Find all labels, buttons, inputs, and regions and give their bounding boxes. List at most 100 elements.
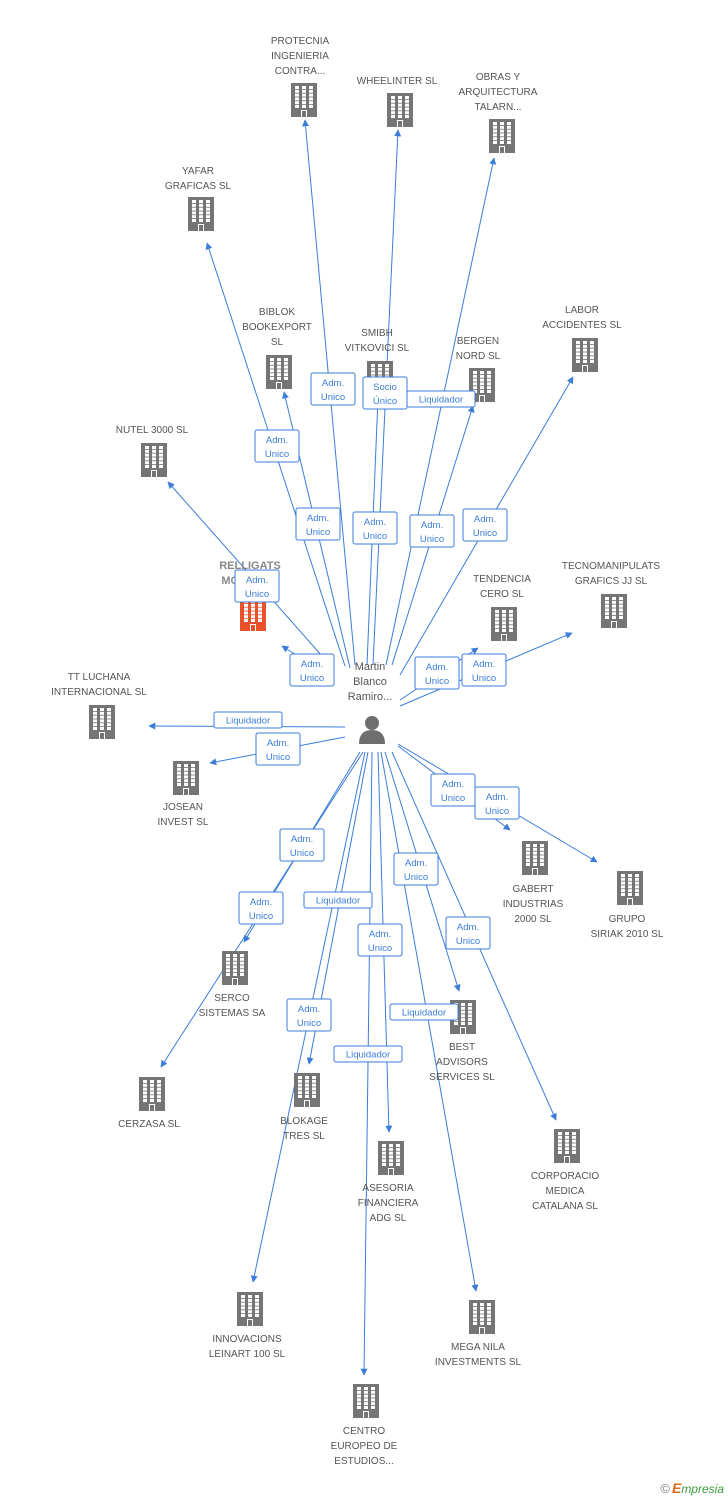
building-icon — [469, 1300, 495, 1334]
badge-label-line: Adm. — [457, 922, 479, 933]
badge-box — [286, 998, 332, 1032]
company-label-line: SMIBH — [361, 328, 393, 339]
company-label-line: SL — [271, 337, 284, 348]
company-label-line: NUTEL 3000 SL — [116, 425, 189, 436]
badge-box — [303, 891, 373, 909]
badge-box — [310, 372, 356, 406]
badge-label: Adm.Unico — [441, 779, 465, 804]
company-label-line: CATALANA SL — [532, 1201, 598, 1212]
building-icon — [387, 93, 413, 127]
relation-badge-gabert[interactable]: Adm.Unico — [430, 773, 476, 807]
footer-brand[interactable]: ©Empresia — [660, 1480, 724, 1496]
company-label-line: INGENIERIA — [271, 51, 329, 62]
badge-label-line: Adm. — [301, 659, 323, 670]
relation-badge-smibh[interactable]: Adm.Unico — [352, 511, 398, 545]
relation-badge-ttluchana[interactable]: Liquidador — [213, 711, 283, 729]
relation-badge-grupo[interactable]: Adm.Unico — [474, 786, 520, 820]
relation-badge-asesoria[interactable]: Adm.Unico — [357, 923, 403, 957]
company-label-line: CONTRA... — [275, 66, 326, 77]
relation-badge-cerzasa[interactable]: Adm.Unico — [279, 828, 325, 862]
company-node-cerzasa[interactable]: CERZASA SL — [118, 1077, 180, 1130]
relation-badge-josean[interactable]: Adm.Unico — [255, 732, 301, 766]
badge-label-line: Unico — [249, 911, 273, 922]
badge-label-line: Liquidador — [226, 716, 270, 727]
relation-badge-nutel[interactable]: Adm.Unico — [234, 569, 280, 603]
relation-badge-protecnia[interactable]: Adm.Unico — [310, 372, 356, 406]
badge-label-line: Adm. — [246, 575, 268, 586]
company-label-line: WHEELINTER SL — [357, 76, 438, 87]
badge-box — [461, 653, 507, 687]
badge-label-line: Unico — [404, 872, 428, 883]
relation-badge-mega[interactable]: Liquidador — [389, 1003, 459, 1021]
company-label-line: GRAFICS JJ SL — [575, 576, 648, 587]
relation-badge-tecnomanipulats[interactable]: Adm.Unico — [461, 653, 507, 687]
company-node-mega[interactable]: MEGA NILA INVESTMENTS SL — [435, 1300, 522, 1368]
badge-label: Liquidador — [346, 1050, 390, 1061]
relation-badge-yafar[interactable]: Adm. Unico — [254, 429, 300, 463]
company-label-line: EUROPEO DE — [331, 1441, 398, 1452]
relation-badge-best[interactable]: Adm. Unico — [393, 852, 439, 886]
relation-badge-corporacio[interactable]: Adm.Unico — [445, 916, 491, 950]
relation-badge-labor[interactable]: Adm.Unico — [462, 508, 508, 542]
company-label-line: INDUSTRIAS — [503, 899, 564, 910]
badge-label: Adm.Unico — [420, 520, 444, 545]
badge-box — [289, 653, 335, 687]
company-label: CERZASA SL — [118, 1119, 180, 1130]
company-label-line: GRUPO — [609, 914, 646, 925]
badge-label-line: Unico — [363, 531, 387, 542]
company-label-line: MEGA NILA — [451, 1342, 505, 1353]
company-label-line: PROTECNIA — [271, 36, 330, 47]
company-node-wheelinter[interactable]: WHEELINTER SL — [357, 76, 438, 127]
badge-box — [352, 511, 398, 545]
badge-label-line: Unico — [473, 528, 497, 539]
building-icon — [554, 1129, 580, 1163]
building-icon — [266, 355, 292, 389]
badge-label: Adm.Unico — [321, 378, 345, 403]
badge-label-line: Adm. — [267, 738, 289, 749]
relation-badge-tendencia[interactable]: Adm.Unico — [414, 656, 460, 690]
company-node-protecnia[interactable]: PROTECNIA INGENIERIA CONTRA... — [271, 36, 330, 117]
badge-label-line: Unico — [265, 449, 289, 460]
badge-label-line: Adm. — [298, 1004, 320, 1015]
company-label-line: ASESORIA — [362, 1183, 413, 1194]
badge-label-line: Adm. — [405, 858, 427, 869]
badge-label: Adm.Unico — [290, 834, 314, 859]
building-icon — [294, 1073, 320, 1107]
badge-label-line: Adm. — [266, 435, 288, 446]
company-node-nutel[interactable]: NUTEL 3000 SL — [116, 425, 189, 477]
company-label-line: MEDICA — [546, 1186, 585, 1197]
relation-badge-obras[interactable]: Liquidador — [406, 390, 476, 408]
relation-badge-biblok[interactable]: Adm.Unico — [295, 507, 341, 541]
relation-badge-relligats[interactable]: Adm.Unico — [289, 653, 335, 687]
relation-badge-serco[interactable]: Adm.Unico — [238, 891, 284, 925]
relation-badge-bergen[interactable]: Adm.Unico — [409, 514, 455, 548]
company-label-line: CERZASA SL — [118, 1119, 180, 1130]
company-label-line: INVESTMENTS SL — [435, 1357, 522, 1368]
relation-badge-blokage[interactable]: Adm.Unico — [286, 998, 332, 1032]
relation-badge-innovacions[interactable]: Liquidador — [303, 891, 373, 909]
company-label-line: LEINART 100 SL — [209, 1349, 286, 1360]
badge-label: Adm.Unico — [300, 659, 324, 684]
relation-badge-centro[interactable]: Liquidador — [333, 1045, 403, 1063]
